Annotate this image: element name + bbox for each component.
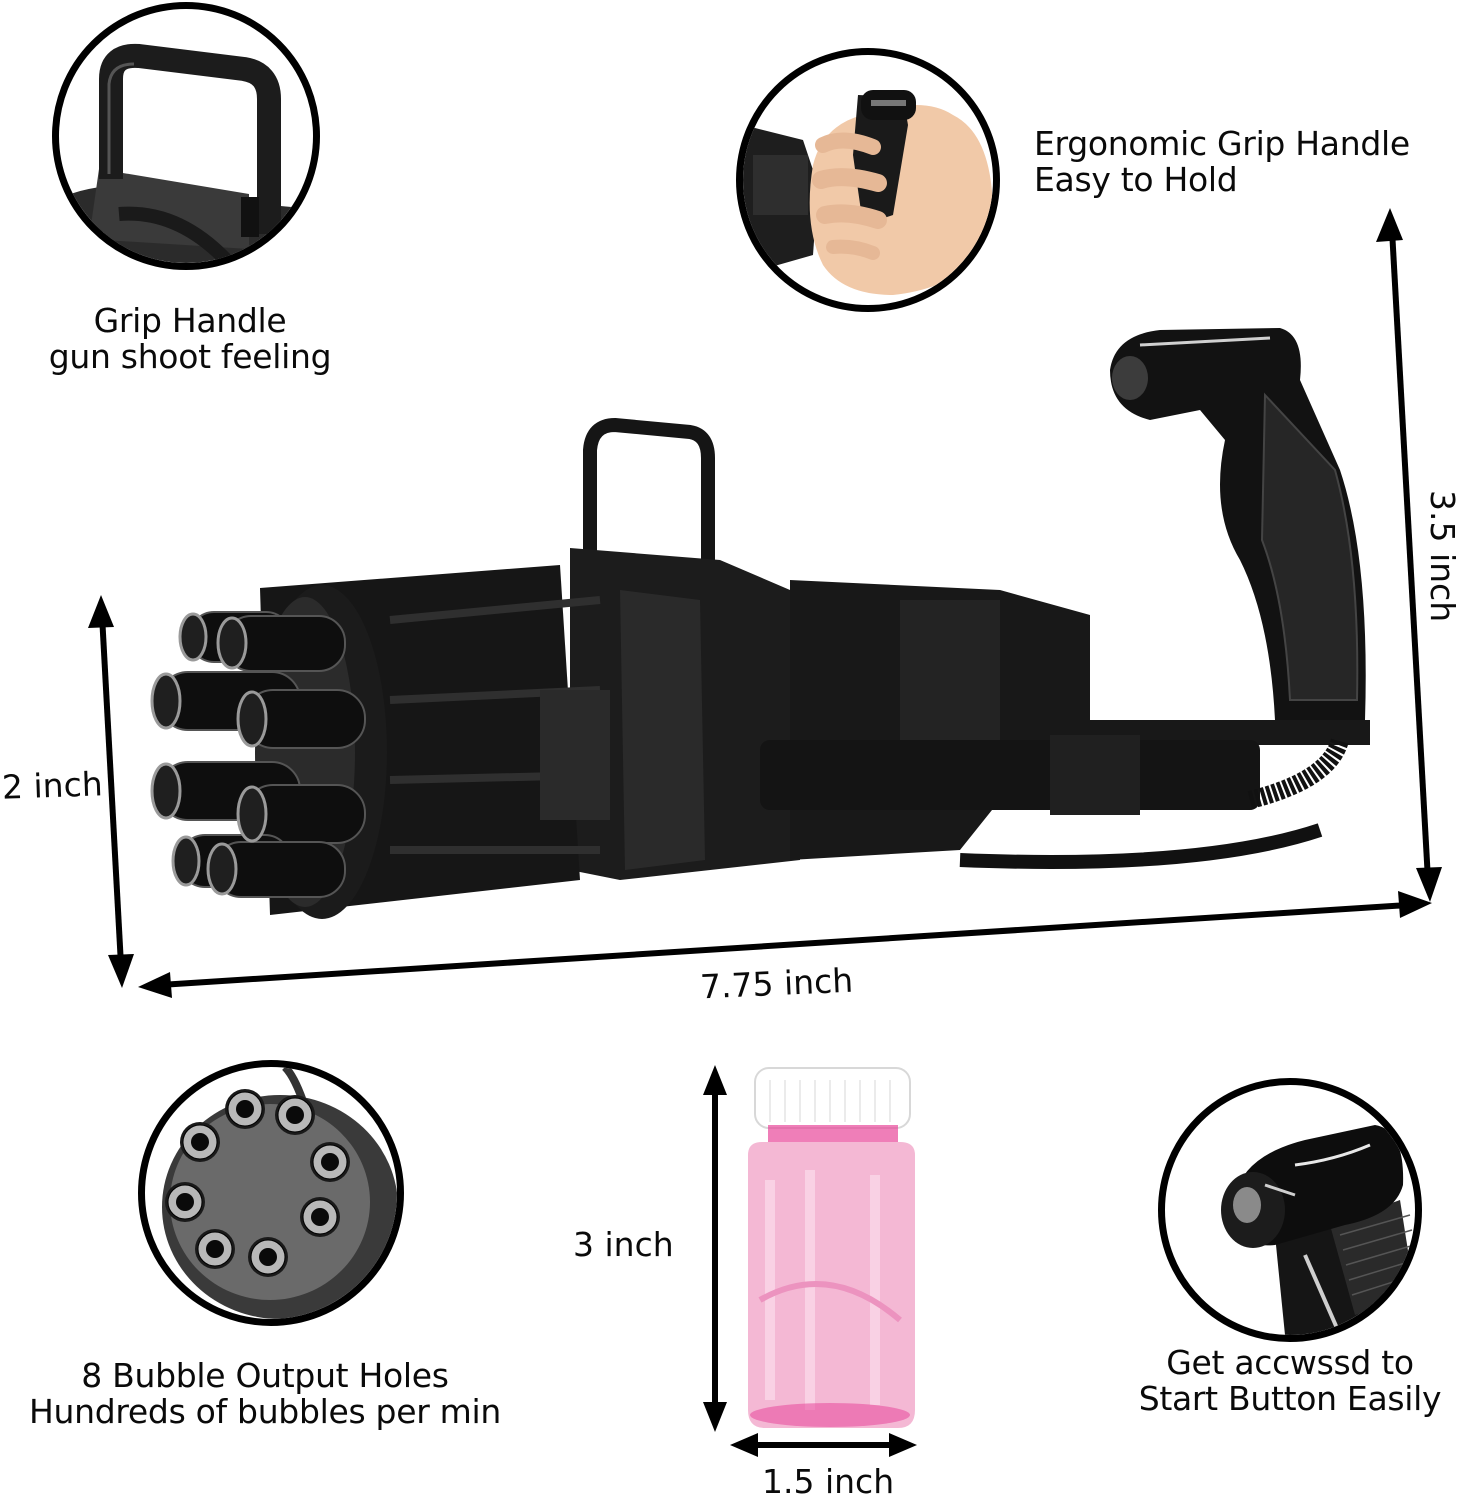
caption-line-1: Ergonomic Grip Handle [1034,124,1410,163]
caption-line-2: Start Button Easily [1138,1379,1442,1418]
bubble-holes-icon [162,1067,397,1319]
dimension-arrow-bottle-width [730,1433,917,1457]
caption-line-2: gun shoot feeling [48,337,332,376]
caption-line-2: Easy to Hold [1034,160,1238,199]
bottle-height-label: 3 inch [573,1225,674,1264]
caption-line-2: Hundreds of bubbles per min [28,1392,501,1431]
dimension-arrow-length [138,891,1432,998]
length-label: 7.75 inch [699,960,854,1007]
gatling-bubble-gun [88,208,1442,998]
front-height-label: 2 inch [1,764,104,807]
bubble-holes-inset [138,1060,404,1326]
caption-line-1: Get accwssd to [1166,1343,1414,1382]
bubble-solution-bottle [703,1065,917,1457]
start-button-inset [1158,1078,1422,1342]
start-button-icon [1221,1125,1415,1335]
caption-line-1: Grip Handle [93,301,287,340]
start-button-caption: Get accwssd to Start Button Easily [1115,1345,1465,1417]
rear-height-label: 3.5 inch [1423,490,1462,623]
bottle-width-label: 1.5 inch [762,1462,895,1501]
grip-handle-caption: Grip Handle gun shoot feeling [20,303,360,375]
grip-handle-icon [59,43,313,263]
caption-line-1: 8 Bubble Output Holes [81,1356,449,1395]
ergonomic-grip-caption: Ergonomic Grip Handle Easy to Hold [1034,126,1454,198]
grip-handle-inset [52,2,320,270]
dimension-arrow-rear-height [1376,208,1442,902]
bubble-holes-caption: 8 Bubble Output Holes Hundreds of bubble… [0,1358,530,1430]
dimension-arrow-bottle-height [703,1065,727,1432]
hand-grip-icon [743,90,993,295]
ergonomic-grip-inset [736,48,1000,312]
dimension-arrow-front-height [88,595,134,988]
